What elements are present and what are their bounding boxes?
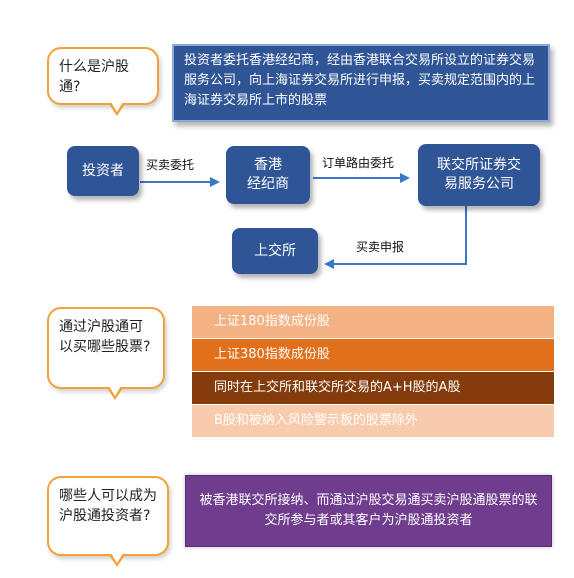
definition-text: 投资者委托香港经纪商，经由香港联合交易所设立的证券交易服务公司，向上海证券交易所… <box>184 53 536 108</box>
definition-box: 投资者委托香港经纪商，经由香港联合交易所设立的证券交易服务公司，向上海证券交易所… <box>172 44 550 122</box>
question-text: 通过沪股通可以买哪些股票? <box>59 319 151 355</box>
node-broker-line2: 经纪商 <box>247 176 289 192</box>
bubble-tail <box>109 102 125 116</box>
question-bubble-what-is: 什么是沪股通? <box>47 47 159 116</box>
stock-row: B股和被纳入风险警示板的股票除外 <box>192 405 554 437</box>
edge-label-report: 买卖申报 <box>356 240 405 254</box>
node-investor-label: 投资者 <box>82 162 124 179</box>
stock-row: 上证180指数成份股 <box>192 306 554 338</box>
node-investor: 投资者 <box>67 146 139 196</box>
question-bubble-which-stocks: 通过沪股通可以买哪些股票? <box>47 307 165 400</box>
stock-row-text: 上证380指数成份股 <box>214 347 330 362</box>
edge-label-route: 订单路由委托 <box>322 156 395 170</box>
stock-row-text: 同时在上交所和联交所交易的A+H股的A股 <box>214 380 461 395</box>
arrow-sehk-to-sse <box>324 206 467 269</box>
bubble-tail <box>109 553 125 567</box>
node-sse-label: 上交所 <box>254 242 296 259</box>
question-bubble-who-can-invest: 哪些人可以成为沪股通投资者? <box>47 476 169 567</box>
question-text: 什么是沪股通? <box>59 59 129 95</box>
stock-row: 上证380指数成份股 <box>192 339 554 371</box>
investor-definition-box: 被香港联交所接纳、而通过沪股交易通买卖沪股通股票的联交所参与者或其客户为沪股通投… <box>185 475 552 547</box>
stock-row: 同时在上交所和联交所交易的A+H股的A股 <box>192 372 554 404</box>
stock-row-text: 上证180指数成份股 <box>214 314 330 329</box>
node-sehk-line1: 联交所证券交 <box>437 157 521 173</box>
node-hk-broker: 香港 经纪商 <box>226 146 310 204</box>
bubble-tail <box>107 386 123 400</box>
node-sse: 上交所 <box>232 228 318 274</box>
investor-definition-text: 被香港联交所接纳、而通过沪股交易通买卖沪股通股票的联交所参与者或其客户为沪股通投… <box>199 493 538 528</box>
node-broker-line1: 香港 <box>254 157 282 173</box>
node-sehk-service: 联交所证券交 易服务公司 <box>418 144 540 206</box>
edge-label-entrust: 买卖委托 <box>146 158 195 172</box>
node-sehk-line2: 易服务公司 <box>444 176 514 192</box>
question-text: 哪些人可以成为沪股通投资者? <box>59 488 157 524</box>
stock-row-text: B股和被纳入风险警示板的股票除外 <box>214 413 418 428</box>
